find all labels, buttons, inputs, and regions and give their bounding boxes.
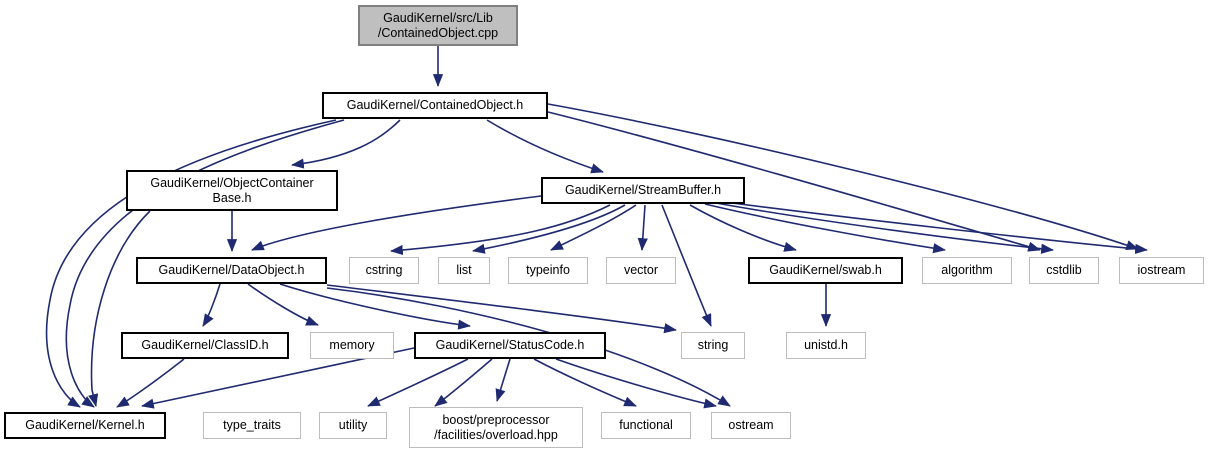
graph-node-typetraits[interactable]: type_traits bbox=[203, 412, 301, 439]
graph-node-string[interactable]: string bbox=[681, 332, 745, 359]
graph-node-utility[interactable]: utility bbox=[319, 412, 387, 439]
graph-node-unistd[interactable]: unistd.h bbox=[786, 332, 866, 359]
edge-streambuffer-cstdlib bbox=[715, 202, 1054, 254]
graph-node-streambuf[interactable]: GaudiKernel/StreamBuffer.h bbox=[541, 177, 745, 204]
edge-containedobject-kernel-b bbox=[65, 119, 345, 408]
graph-node-functional[interactable]: functional bbox=[601, 412, 691, 439]
edge-statuscode-functional bbox=[533, 358, 637, 407]
edge-streambuffer-string bbox=[661, 204, 712, 327]
graph-node-cpp[interactable]: GaudiKernel/src/Lib /ContainedObject.cpp bbox=[358, 5, 518, 46]
edge-streambuffer-list bbox=[472, 204, 626, 254]
edge-classid-kernel bbox=[116, 358, 185, 408]
edge-containedobject-kernel-a bbox=[45, 119, 337, 408]
graph-node-classid[interactable]: GaudiKernel/ClassID.h bbox=[121, 332, 289, 359]
edge-streambuffer-cstring bbox=[390, 204, 611, 256]
edge-streambuffer-vector bbox=[637, 204, 648, 251]
edge-streambuffer-typeinfo bbox=[550, 204, 637, 251]
graph-node-ostream[interactable]: ostream bbox=[711, 412, 791, 439]
edge-objectcontainerbase-kernel bbox=[88, 210, 151, 407]
edge-streambuffer-swab bbox=[689, 204, 797, 252]
graph-node-typeinfo[interactable]: typeinfo bbox=[508, 257, 588, 284]
edge-statuscode-ostream bbox=[555, 358, 717, 409]
edge-streambuffer-algorithm bbox=[704, 203, 946, 254]
graph-node-cstring[interactable]: cstring bbox=[349, 257, 419, 284]
edge-dataobject-memory bbox=[247, 283, 319, 326]
edge-containedobject-streambuffer bbox=[486, 119, 604, 174]
graph-node-boostpp[interactable]: boost/preprocessor /facilities/overload.… bbox=[409, 407, 583, 448]
graph-node-memory[interactable]: memory bbox=[310, 332, 394, 359]
edge-dataobject-classid bbox=[202, 283, 221, 327]
graph-node-cstdlib[interactable]: cstdlib bbox=[1029, 257, 1099, 284]
edge-statuscode-typetraits bbox=[367, 358, 469, 407]
edge-dataobject-statuscode bbox=[279, 283, 471, 330]
graph-node-algorithm[interactable]: algorithm bbox=[922, 257, 1012, 284]
graph-node-contained[interactable]: GaudiKernel/ContainedObject.h bbox=[322, 92, 548, 119]
edge-statuscode-utility bbox=[434, 358, 493, 407]
edge-streambuffer-iostream bbox=[723, 201, 1148, 254]
edge-containedobject-cstdlib bbox=[547, 111, 1041, 252]
graph-node-kernel[interactable]: GaudiKernel/Kernel.h bbox=[4, 412, 166, 439]
graph-node-dataobject[interactable]: GaudiKernel/DataObject.h bbox=[136, 257, 327, 284]
graph-node-vector[interactable]: vector bbox=[606, 257, 676, 284]
graph-node-swab[interactable]: GaudiKernel/swab.h bbox=[748, 257, 903, 284]
edge-dataobject-string bbox=[326, 284, 677, 334]
graph-node-iostream[interactable]: iostream bbox=[1119, 257, 1204, 284]
graph-node-ocbase[interactable]: GaudiKernel/ObjectContainer Base.h bbox=[126, 170, 338, 211]
edge-streambuffer-dataobject bbox=[251, 195, 542, 251]
edge-containedobject-iostream bbox=[547, 103, 1139, 250]
edge-containedobject-objectcontainerbase bbox=[291, 119, 401, 169]
edge-statuscode-boostpp bbox=[495, 358, 511, 402]
graph-node-statuscode[interactable]: GaudiKernel/StatusCode.h bbox=[414, 332, 606, 359]
graph-node-list[interactable]: list bbox=[438, 257, 490, 284]
